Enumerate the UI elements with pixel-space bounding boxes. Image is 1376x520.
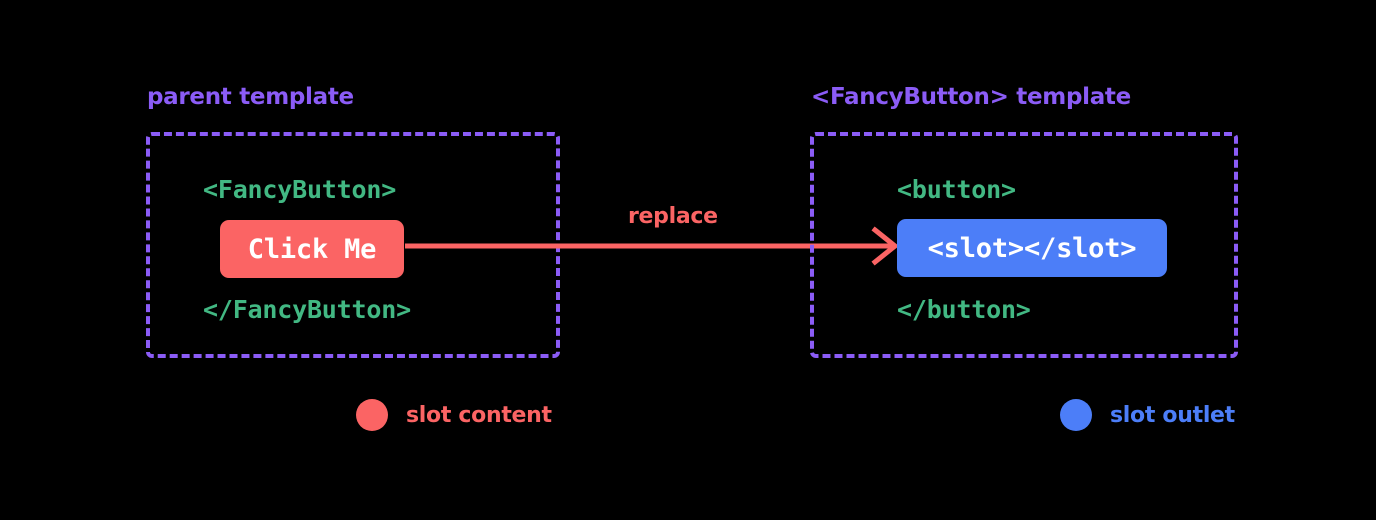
fancybutton-template-box — [810, 132, 1238, 358]
legend-label-slot-content: slot content — [406, 402, 552, 428]
code-open-button: <button> — [897, 175, 1016, 204]
legend-label-slot-outlet: slot outlet — [1110, 402, 1235, 428]
code-open-fancybutton: <FancyButton> — [203, 175, 397, 204]
legend-dot-icon-slot-outlet — [1060, 399, 1092, 431]
legend-dot-icon-slot-content — [356, 399, 388, 431]
slot-content-chip[interactable]: Click Me — [220, 220, 404, 278]
code-close-fancybutton: </FancyButton> — [203, 295, 411, 324]
slot-outlet-chip[interactable]: <slot></slot> — [897, 219, 1167, 277]
code-close-button: </button> — [897, 295, 1031, 324]
legend-item-slot-content: slot content — [356, 399, 552, 431]
parent-template-title: parent template — [147, 84, 354, 110]
legend-item-slot-outlet: slot outlet — [1060, 399, 1235, 431]
fancybutton-template-title: <FancyButton> template — [811, 84, 1131, 110]
arrow-label-replace: replace — [628, 204, 718, 229]
